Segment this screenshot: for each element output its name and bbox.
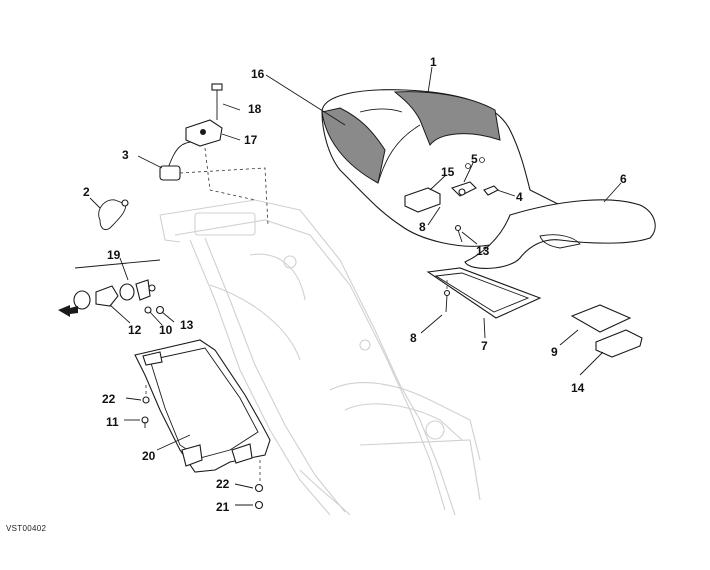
ghost-subframe <box>159 199 481 516</box>
callout-17: 17 <box>244 133 258 147</box>
rear-mudguard <box>134 339 271 473</box>
seat-latch <box>185 83 223 147</box>
callout-14: 14 <box>571 381 585 395</box>
leader-lines <box>89 66 622 506</box>
callout-22-upper: 22 <box>102 392 116 406</box>
under-seat-tray <box>426 267 542 319</box>
callout-4: 4 <box>516 190 523 204</box>
callout-8-lower: 8 <box>410 331 417 345</box>
seat-lock-parts <box>404 181 499 313</box>
callout-6: 6 <box>620 172 627 186</box>
fasteners <box>141 396 264 510</box>
cable-clip <box>98 199 129 231</box>
callout-18: 18 <box>248 102 262 116</box>
callout-10: 10 <box>159 323 173 337</box>
seat-strap <box>464 199 656 269</box>
direction-arrow-icon <box>58 305 78 317</box>
callout-21: 21 <box>216 500 230 514</box>
drawing-code: VST00402 <box>6 524 47 533</box>
callout-22-lower: 22 <box>216 477 230 491</box>
callout-13-right: 13 <box>476 244 490 258</box>
seat <box>321 89 561 247</box>
callout-9: 9 <box>551 345 558 359</box>
callout-5: 5 <box>471 152 478 166</box>
callout-7: 7 <box>481 339 488 353</box>
callout-3: 3 <box>122 148 129 162</box>
callout-12: 12 <box>128 323 142 337</box>
callout-15: 15 <box>441 165 455 179</box>
callout-13-left: 13 <box>180 318 194 332</box>
callout-16: 16 <box>251 67 265 81</box>
document-pouch <box>570 304 643 358</box>
callout-8-upper: 8 <box>419 220 426 234</box>
seat-lock-assembly <box>73 259 165 315</box>
callout-20: 20 <box>142 449 156 463</box>
callout-11: 11 <box>106 415 119 429</box>
callout-2: 2 <box>83 185 90 199</box>
callout-1: 1 <box>430 55 437 69</box>
callout-19: 19 <box>107 248 121 262</box>
